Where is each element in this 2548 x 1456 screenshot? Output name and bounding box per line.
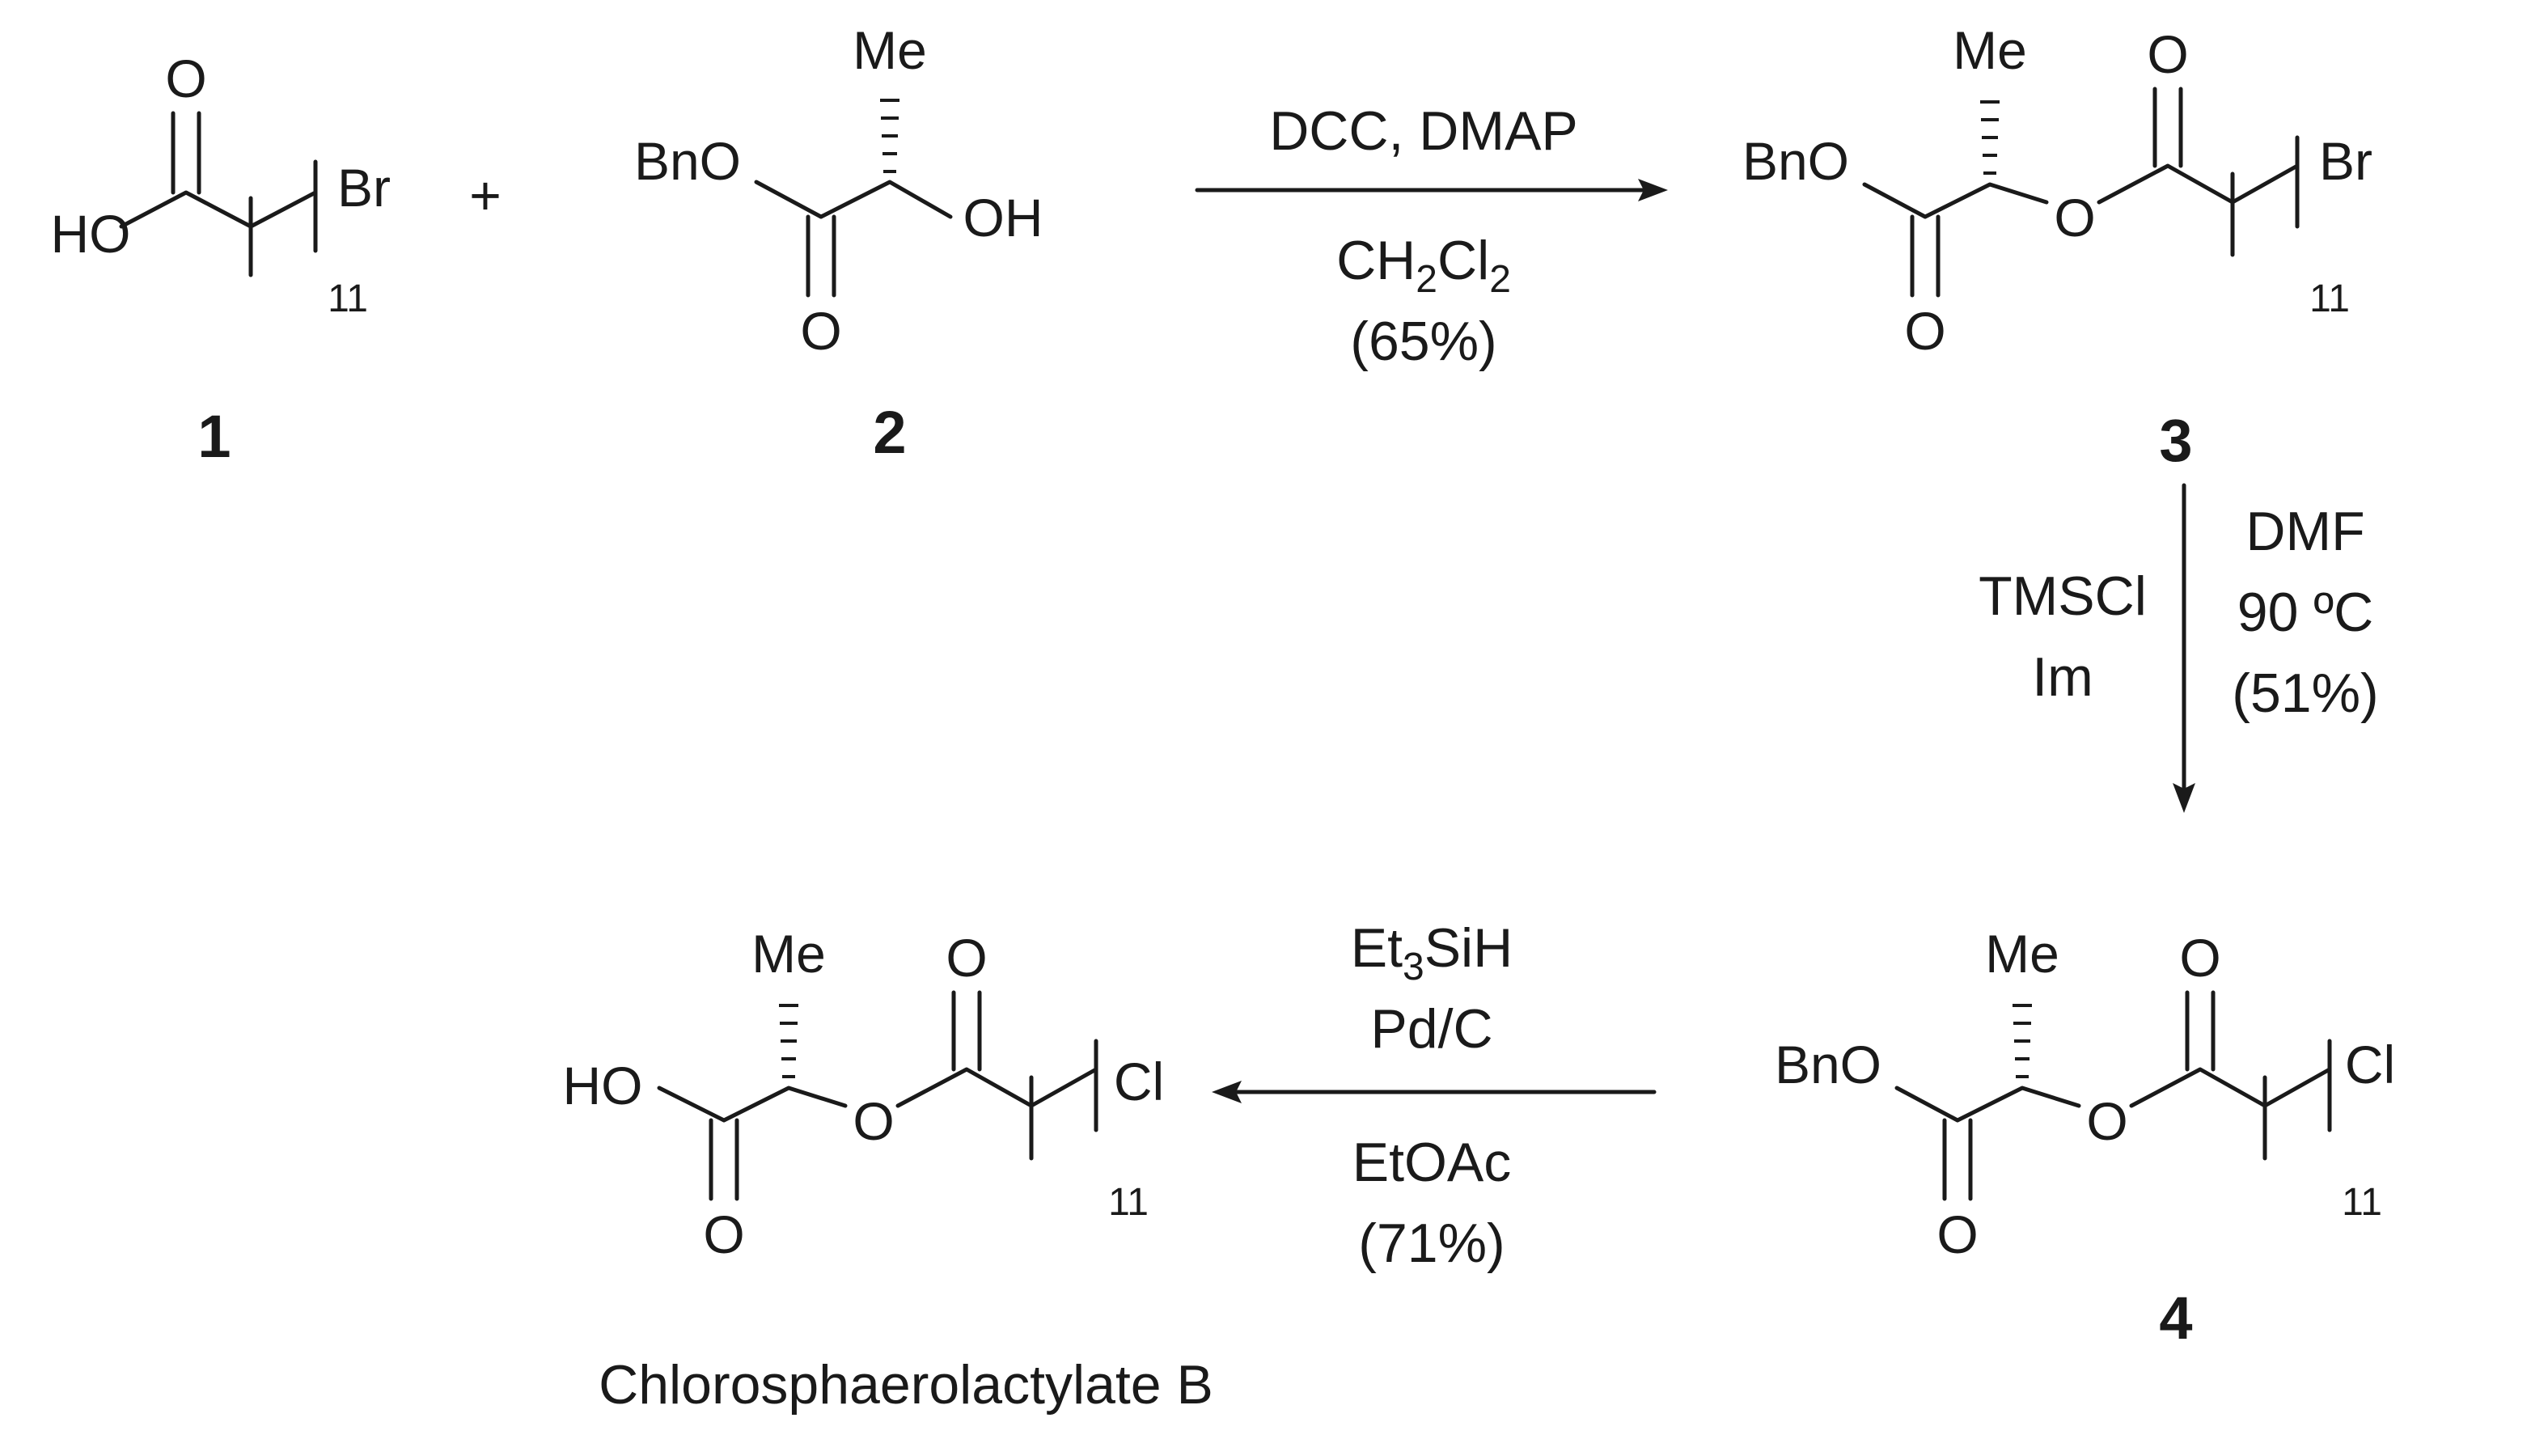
step-3-yield: (71%) bbox=[1358, 1213, 1505, 1274]
c4-benzyloxy-label: BnO bbox=[1775, 1035, 1881, 1094]
c4-methyl-label: Me bbox=[1985, 924, 2059, 984]
product-chloro-label: Cl bbox=[1114, 1052, 1164, 1111]
plus-sign: + bbox=[469, 165, 502, 226]
c1-repeat-count: 11 bbox=[328, 277, 368, 320]
c3-acyl-oxo-label: O bbox=[2147, 24, 2188, 84]
step-2-reagent-1: TMSCl bbox=[1979, 565, 2147, 627]
c2-hydroxy-label: OH bbox=[963, 188, 1043, 248]
compound-1-repeat-bracket bbox=[248, 159, 318, 277]
c2-benzyloxy-label: BnO bbox=[634, 131, 741, 191]
step-2-reagent-2: Im bbox=[2032, 646, 2093, 708]
step-2-yield: (51%) bbox=[2232, 662, 2378, 724]
c4-acyl-oxo-label: O bbox=[2179, 928, 2220, 988]
product-ester-oxygen-label: O bbox=[853, 1091, 894, 1151]
c3-methyl-label: Me bbox=[1953, 20, 2027, 80]
c4-ester-oxygen-label: O bbox=[2086, 1091, 2127, 1151]
compound-2: Me BnO OH O 2 bbox=[634, 20, 1043, 466]
compound-3: Me BnO O O O Br 11 3 bbox=[1742, 20, 2372, 474]
c4-repeat-count: 11 bbox=[2342, 1181, 2382, 1224]
c4-ester-oxo-label: O bbox=[1936, 1204, 1978, 1264]
step-1-arrowhead bbox=[1638, 179, 1668, 201]
step-3-reagent-1: Et3SiH bbox=[1351, 917, 1513, 988]
product-methyl-label: Me bbox=[751, 924, 826, 984]
c3-benzyloxy-label: BnO bbox=[1742, 131, 1849, 191]
compound-1-number: 1 bbox=[197, 403, 231, 470]
compound-4-hashed-wedge bbox=[2013, 1004, 2032, 1078]
step-2: TMSCl Im DMF 90 ºC (51%) bbox=[1979, 483, 2379, 813]
step-1: DCC, DMAP CH2Cl2 (65%) bbox=[1195, 100, 1668, 372]
product-compound: Me HO O O O Cl 11 Chlorosphaerolactylate… bbox=[563, 924, 1213, 1416]
compound-1-bonds bbox=[119, 111, 318, 229]
c3-bromo-label: Br bbox=[2319, 131, 2372, 191]
step-3-solvent: EtOAc bbox=[1352, 1132, 1512, 1193]
step-2-solvent: DMF bbox=[2245, 501, 2364, 562]
step-3-catalyst: Pd/C bbox=[1370, 998, 1492, 1060]
product-hydroxy-label: HO bbox=[563, 1056, 643, 1115]
product-bonds bbox=[657, 990, 1098, 1201]
c3-repeat-count: 11 bbox=[2309, 277, 2350, 320]
c3-ester-oxygen-label: O bbox=[2054, 188, 2095, 248]
step-1-reagents: DCC, DMAP bbox=[1269, 100, 1578, 162]
compound-3-hashed-wedge bbox=[1980, 100, 2000, 175]
compound-4-number: 4 bbox=[2159, 1285, 2192, 1352]
product-repeat-count: 11 bbox=[1108, 1181, 1149, 1224]
compound-4-repeat-bracket bbox=[2262, 1039, 2332, 1161]
c3-ester-oxo-label: O bbox=[1904, 301, 1945, 361]
compound-2-hashed-wedge bbox=[880, 99, 899, 173]
product-repeat-bracket bbox=[1029, 1039, 1098, 1161]
compound-3-number: 3 bbox=[2159, 407, 2192, 474]
c1-bromo-label: Br bbox=[337, 158, 391, 218]
step-3: Et3SiH Pd/C EtOAc (71%) bbox=[1212, 917, 1657, 1274]
compound-3-repeat-bracket bbox=[2230, 135, 2300, 257]
c1-hydroxy-label: HO bbox=[51, 204, 131, 264]
step-2-temperature: 90 ºC bbox=[2237, 582, 2373, 643]
c4-chloro-label: Cl bbox=[2345, 1035, 2395, 1094]
compound-4: Me BnO O O O Cl 11 4 bbox=[1775, 924, 2395, 1352]
compound-2-bonds bbox=[754, 180, 953, 298]
product-acid-oxo-label: O bbox=[703, 1204, 744, 1264]
compound-1: O HO Br 11 1 bbox=[51, 49, 392, 470]
compound-3-bonds bbox=[1862, 87, 2300, 298]
compound-4-bonds bbox=[1894, 990, 2332, 1201]
step-3-arrowhead bbox=[1212, 1081, 1242, 1103]
c2-oxo-label: O bbox=[800, 301, 841, 361]
step-1-yield: (65%) bbox=[1350, 311, 1496, 372]
c2-methyl-label: Me bbox=[853, 20, 927, 80]
c1-oxo-label: O bbox=[165, 49, 206, 108]
step-1-solvent: CH2Cl2 bbox=[1336, 230, 1511, 301]
compound-2-number: 2 bbox=[873, 399, 906, 466]
product-hashed-wedge bbox=[779, 1004, 798, 1078]
step-2-arrowhead bbox=[2173, 783, 2195, 813]
product-name: Chlorosphaerolactylate B bbox=[599, 1354, 1213, 1416]
product-acyl-oxo-label: O bbox=[946, 928, 987, 988]
